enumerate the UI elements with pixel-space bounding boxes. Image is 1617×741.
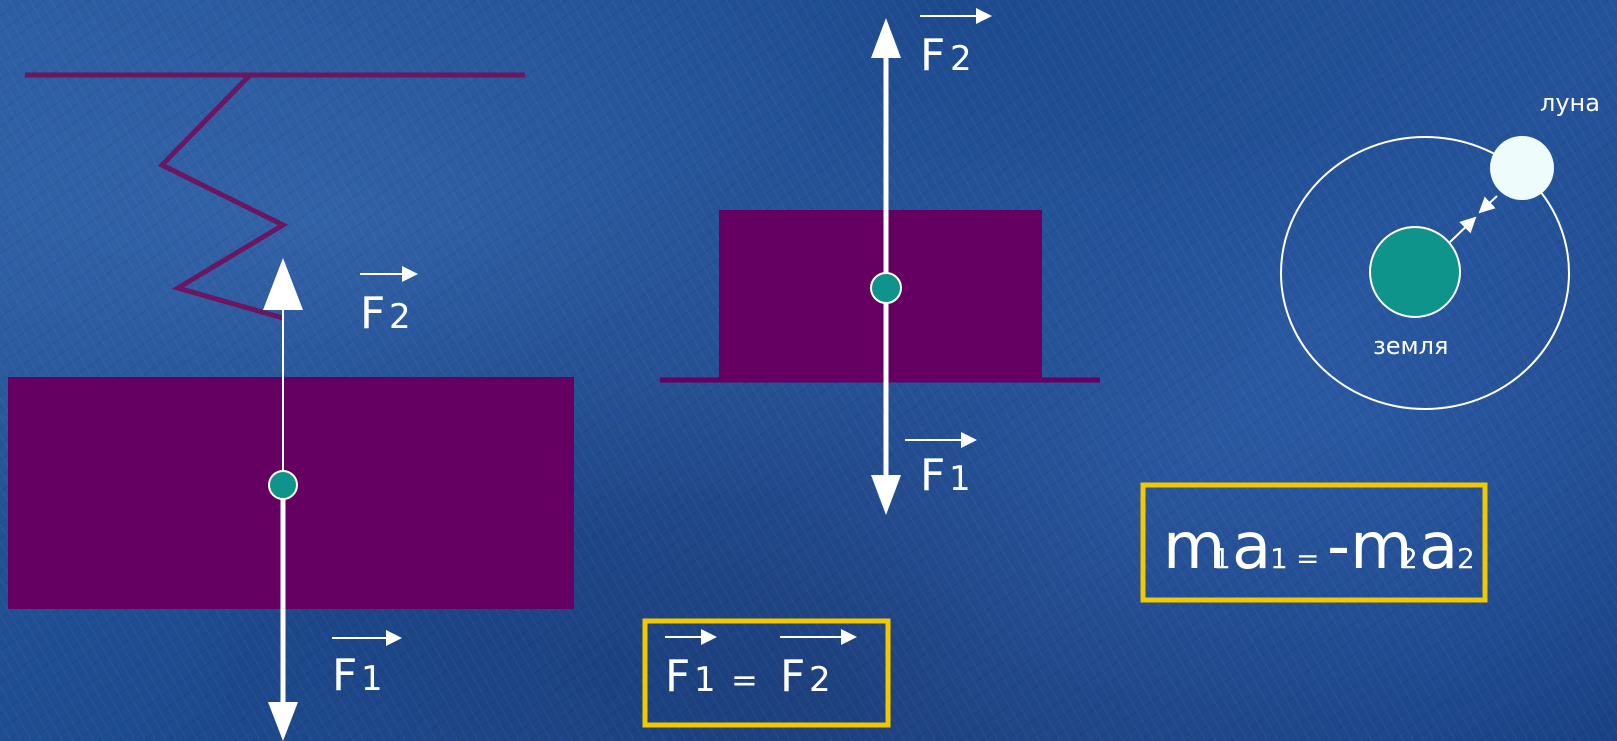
earth xyxy=(1369,226,1461,318)
attraction-arrow-to-moon xyxy=(1449,216,1477,243)
orbit-diagram: луна земля xyxy=(1280,89,1600,410)
middle-diagram: F 2 F 1 xyxy=(660,8,1100,515)
left-diagram: F 2 F 1 xyxy=(8,72,574,741)
formula-a2: a xyxy=(1419,510,1458,584)
force-arrow-up-head xyxy=(871,18,901,58)
eq-f1-sub: 1 xyxy=(694,660,716,700)
center-of-mass-dot xyxy=(268,470,298,500)
f1-label-sub: 1 xyxy=(361,659,383,699)
earth-label: земля xyxy=(1373,332,1448,360)
equality-box: F 1 = F 2 xyxy=(642,618,891,728)
f2-label-main: F xyxy=(360,288,385,339)
moon xyxy=(1490,136,1554,200)
eq-f2-sub: 2 xyxy=(809,660,831,700)
formula-minus-m2: -m xyxy=(1327,510,1412,584)
equality-box-border xyxy=(642,618,891,728)
f1-label-main: F xyxy=(332,650,357,701)
formula-box: m 1 a 1 = -m 2 a 2 xyxy=(1140,482,1488,603)
f2-label-sub: 2 xyxy=(389,297,411,337)
formula-a1-sub: 1 xyxy=(1270,542,1288,575)
eq-f1-main: F xyxy=(665,651,690,702)
formula-m2-sub: 2 xyxy=(1400,542,1418,575)
formula-a1: a xyxy=(1232,510,1271,584)
f2-label-sub: 2 xyxy=(950,39,972,79)
moon-label: луна xyxy=(1540,89,1600,117)
f2-label-main: F xyxy=(920,30,945,81)
force-arrow-down-head xyxy=(871,475,901,515)
attraction-arrow-to-earth xyxy=(1478,195,1498,214)
formula-equals: = xyxy=(1296,542,1319,575)
formula-m1-sub: 1 xyxy=(1213,542,1231,575)
eq-equals: = xyxy=(731,661,758,699)
moon-orbit xyxy=(1280,136,1570,410)
f1-label-main: F xyxy=(920,450,945,501)
f1-label-sub: 1 xyxy=(949,459,971,499)
spring xyxy=(157,73,289,321)
eq-f2-main: F xyxy=(780,651,805,702)
formula-box-border xyxy=(1140,482,1488,603)
formula-a2-sub: 2 xyxy=(1457,542,1475,575)
force-arrow-down-head xyxy=(268,702,298,741)
formula-m1: m xyxy=(1163,510,1225,584)
force-arrow-up-head xyxy=(263,258,303,310)
center-of-mass-dot xyxy=(870,272,902,304)
